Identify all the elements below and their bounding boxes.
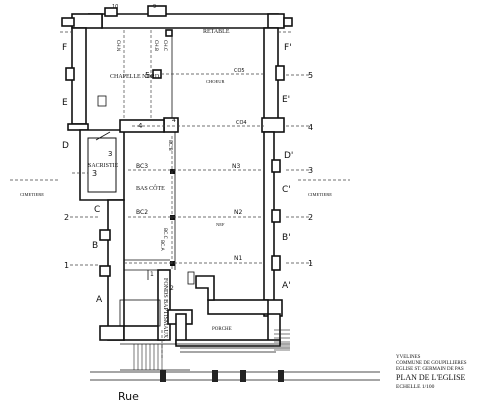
axis-right-f: F'	[284, 43, 292, 53]
room-sacristie: SACRISTIE	[88, 163, 119, 169]
row-right-4: 4	[308, 123, 313, 132]
axis-left-e: E	[62, 98, 68, 108]
section-co4: CO4	[236, 120, 247, 126]
row-right-1: 1	[308, 259, 313, 268]
room-chapelle-nord: CHAPELLE NORD	[110, 74, 160, 80]
street-edge	[90, 370, 380, 382]
section-bc3: BC3	[136, 163, 148, 170]
row-right-2: 2	[308, 213, 313, 222]
top-mark-10: 10	[112, 4, 118, 10]
label-cimetiere-left: CIMETIERE	[20, 192, 44, 197]
section-lines	[10, 30, 350, 360]
section-ch-b: CH.B	[153, 40, 159, 51]
row-right-5: 5	[308, 71, 313, 80]
top-mark-9: 9	[153, 4, 156, 10]
section-bc-a: BC.A	[159, 240, 165, 252]
room-choeur: CHOEUR	[206, 79, 225, 84]
row-left-3: 3	[92, 169, 97, 178]
features	[95, 95, 195, 327]
steps	[120, 329, 290, 371]
mark-4: 4	[172, 117, 176, 124]
title-line-2: COMMUNE DE GOUPILLIERES	[396, 361, 467, 366]
row-inner-4: 4	[138, 122, 143, 130]
title-line-3: EGLISE ST. GERMAIN DE PAS	[396, 367, 464, 372]
axis-right-a: A'	[282, 281, 291, 291]
axis-left-d: D	[62, 141, 69, 151]
section-bc2: BC2	[136, 209, 148, 216]
axis-left-f: F	[62, 43, 67, 53]
mark-1: 1	[150, 271, 154, 278]
section-n2: N2	[234, 209, 242, 216]
label-cimetiere-right: CIMETIERE	[308, 192, 332, 197]
title-line-1: YVELINES	[396, 355, 421, 360]
axis-right-c: C'	[282, 185, 291, 195]
street-label: Rue	[118, 390, 139, 403]
title-line-4: PLAN DE L'EGLISE	[396, 373, 466, 382]
section-bc-b: BC.B	[167, 140, 173, 151]
row-right-3: 3	[308, 166, 313, 175]
room-retable: RETABLE	[203, 29, 230, 35]
room-bas-cote: BAS CÔTE	[136, 184, 165, 192]
room-nef: NEF	[216, 222, 225, 227]
axis-right-b: B'	[282, 233, 291, 243]
section-ch-n: CH.N	[115, 40, 121, 51]
axis-left-a: A	[96, 295, 103, 305]
axis-right-d: D'	[284, 151, 293, 161]
row-left-2: 2	[64, 213, 69, 222]
row-left-1: 1	[64, 261, 69, 270]
sacristy-door-mark: 3	[108, 150, 112, 158]
title-block: YVELINES COMMUNE DE GOUPILLIERES EGLISE …	[396, 355, 467, 390]
section-n1: N1	[234, 255, 242, 262]
room-porche: PORCHE	[212, 327, 232, 332]
section-n3: N3	[232, 163, 240, 170]
section-ch-c: CH.C	[162, 40, 168, 51]
room-fonds-baptismaux: FONDS BAPTISMAUX	[162, 278, 168, 339]
row-inner-5: 5	[145, 71, 150, 80]
axis-right-e: E'	[282, 95, 290, 105]
section-bc-c: BC.C	[162, 228, 168, 239]
axis-left-b: B	[92, 241, 98, 251]
title-line-5: ECHELLE 1/100	[396, 384, 435, 390]
mark-2: 2	[170, 285, 174, 292]
section-co5: CO5	[234, 68, 245, 74]
axis-left-c: C	[94, 205, 100, 215]
